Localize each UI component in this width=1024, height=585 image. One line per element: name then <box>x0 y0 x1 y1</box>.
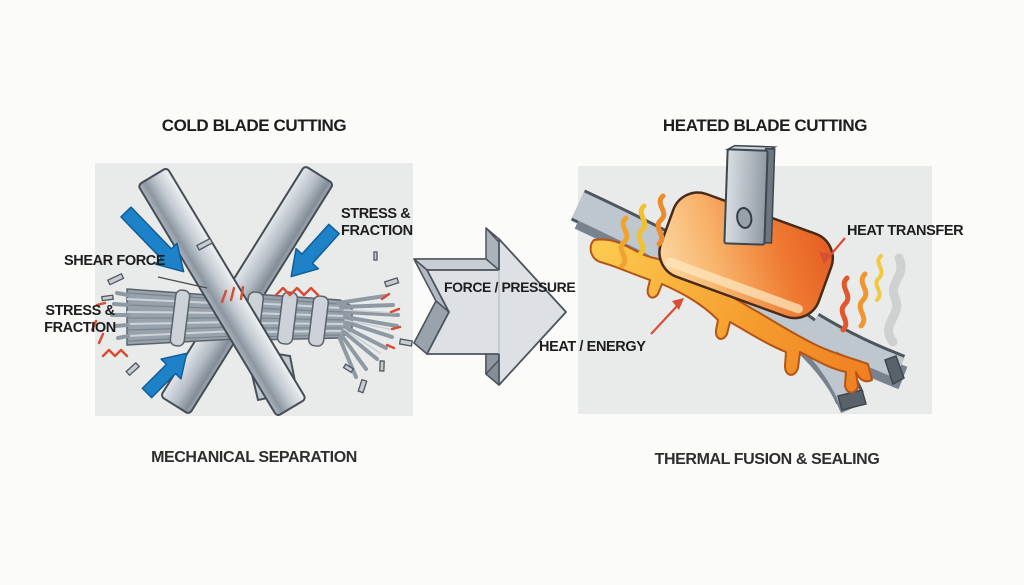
heat-waves-left <box>618 193 667 269</box>
shear-force-label: SHEAR FORCE <box>64 253 166 269</box>
heated-blade-illustration <box>570 144 908 414</box>
transition-arrow-3d <box>413 227 567 386</box>
thermal-fusion-caption: THERMAL FUSION & SEALING <box>654 451 880 468</box>
shear-arrow-top-left <box>120 206 185 273</box>
shear-arrow-bottom <box>141 352 188 399</box>
heated-cutting-title: HEATED BLADE CUTTING <box>662 116 868 135</box>
stress-fraction-label-lower: STRESS & FRACTION <box>44 303 116 336</box>
smoke-wisp <box>884 253 906 347</box>
stress-fraction-label-upper: STRESS & FRACTION <box>341 206 413 239</box>
friction-marks <box>90 285 402 358</box>
debris-particles <box>101 237 414 394</box>
holder-hole <box>736 207 753 229</box>
stress-arrow-top-right <box>290 223 340 278</box>
heat-energy-label: HEAT / ENERGY <box>539 339 646 355</box>
heat-waves-right <box>839 254 884 333</box>
cold-cutting-title: COLD BLADE CUTTING <box>161 116 347 135</box>
shear-force-leader-line <box>157 276 208 289</box>
heat-transfer-pointer <box>819 237 846 264</box>
heat-energy-pointer <box>650 298 684 335</box>
molten-seal <box>589 238 873 394</box>
cold-blade-illustration <box>90 166 414 416</box>
heat-transfer-label: HEAT TRANSFER <box>847 223 964 239</box>
mechanical-separation-caption: MECHANICAL SEPARATION <box>151 449 357 466</box>
blade-holder <box>723 144 778 246</box>
front-blade <box>138 168 306 416</box>
force-pressure-label: FORCE / PRESSURE <box>444 279 576 295</box>
